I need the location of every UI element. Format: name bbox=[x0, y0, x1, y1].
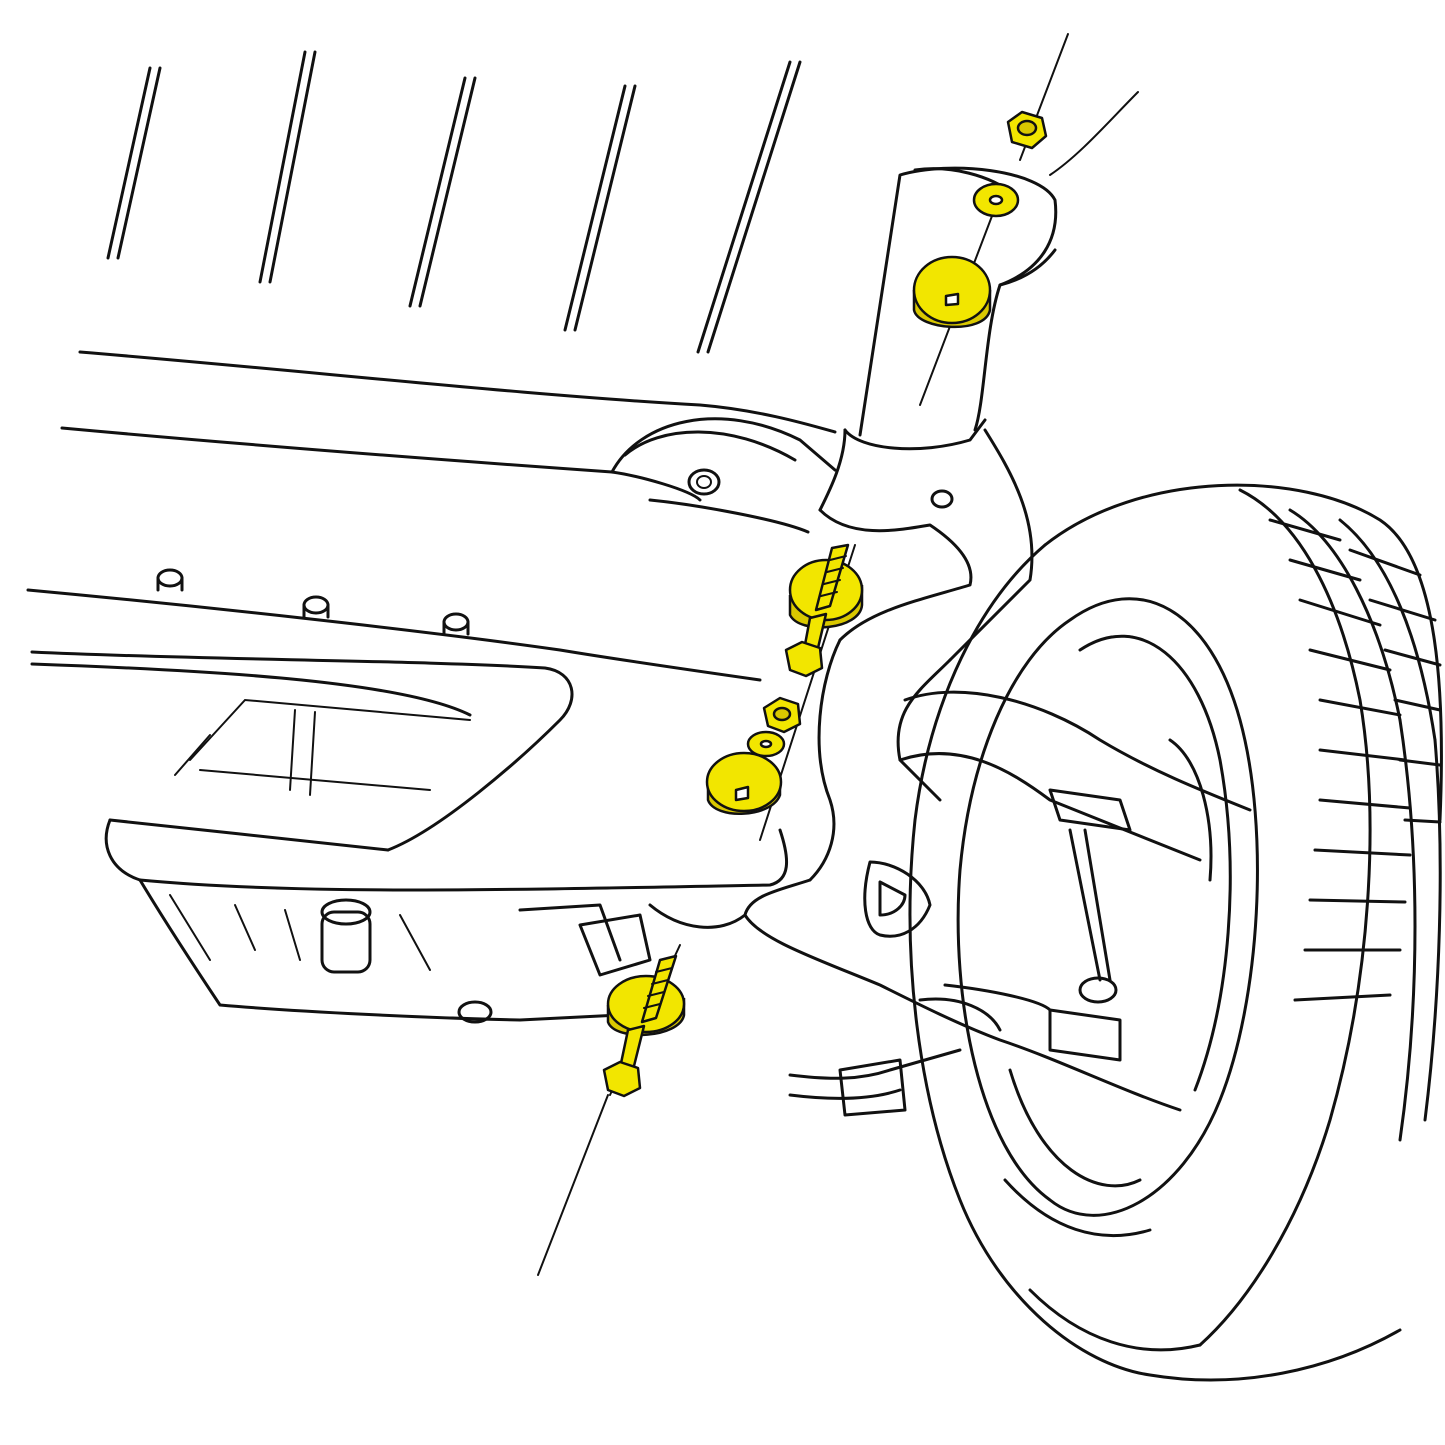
nut-icon bbox=[1006, 110, 1048, 150]
floor-pan-ribs bbox=[106, 50, 802, 354]
lower-front-mount-hardware-stack bbox=[705, 696, 802, 815]
washer-icon bbox=[746, 730, 786, 758]
front-subframe bbox=[26, 568, 789, 1024]
rear-mount-hardware-stack bbox=[912, 110, 1048, 329]
upper-front-mount-hardware-stack bbox=[784, 543, 864, 678]
nut-icon bbox=[784, 640, 824, 678]
forward-bolt-hardware-stack bbox=[602, 954, 686, 1098]
tire-tread bbox=[1268, 518, 1442, 1002]
nut-icon bbox=[602, 1060, 642, 1098]
bolt-icon bbox=[802, 543, 850, 652]
vehicle-underbody bbox=[60, 350, 837, 534]
nut-icon bbox=[762, 696, 802, 734]
insulator-icon bbox=[912, 255, 992, 329]
insulator-icon bbox=[705, 751, 783, 815]
washer-icon bbox=[972, 182, 1020, 218]
bolt-icon bbox=[618, 954, 678, 1070]
wheel-and-tire bbox=[908, 483, 1443, 1382]
lower-control-arm bbox=[648, 166, 1252, 1117]
